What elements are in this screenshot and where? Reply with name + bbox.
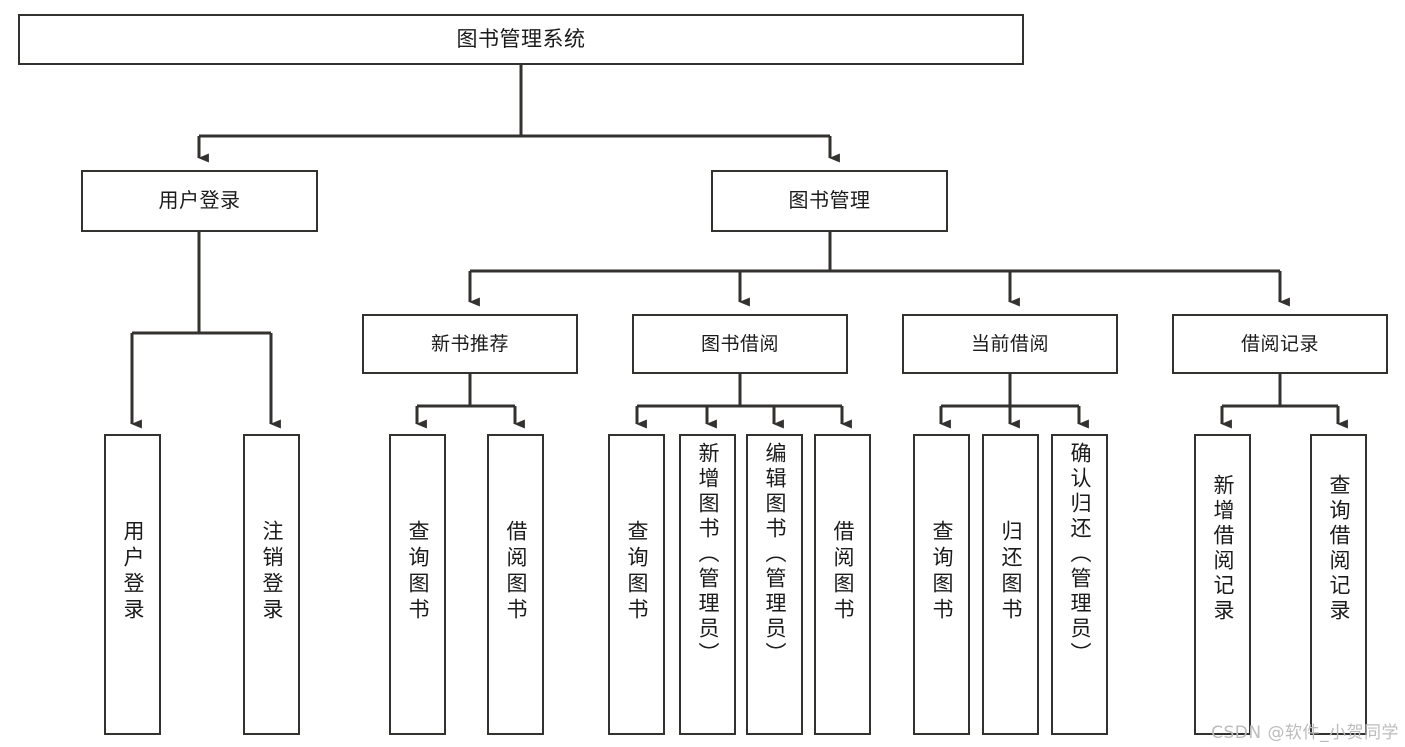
node-label: 借阅图书: [831, 520, 855, 624]
leaf-borrow-record-query[interactable]: 查询借阅记录: [1310, 434, 1367, 735]
node-label: 查询图书: [406, 520, 430, 624]
node-book-borrow[interactable]: 图书借阅: [632, 314, 848, 374]
leaf-book-borrow-borrow[interactable]: 借阅图书: [814, 434, 871, 735]
leaf-borrow-record-add[interactable]: 新增借阅记录: [1194, 434, 1251, 735]
node-label: 当前借阅: [970, 332, 1049, 355]
leaf-new-book-borrow[interactable]: 借阅图书: [487, 434, 544, 735]
leaf-new-book-query[interactable]: 查询图书: [389, 434, 446, 735]
node-label: 查询图书: [625, 520, 649, 624]
node-user-login[interactable]: 用户登录: [81, 170, 318, 232]
node-label: 注销登录: [260, 520, 284, 624]
node-label: 图书管理: [788, 188, 871, 213]
node-label: 新增借阅记录: [1211, 474, 1235, 624]
node-label: 用户登录: [158, 188, 241, 213]
leaf-user-login-logout[interactable]: 注销登录: [243, 434, 300, 735]
node-label: 查询借阅记录: [1327, 474, 1351, 624]
node-borrow-record[interactable]: 借阅记录: [1172, 314, 1388, 374]
leaf-current-borrow-return[interactable]: 归还图书: [982, 434, 1039, 735]
leaf-current-borrow-confirm[interactable]: 确认归还（管理员）: [1051, 434, 1108, 735]
node-label: 借阅图书: [504, 520, 528, 624]
watermark-text: CSDN @软件_小贺同学: [1211, 723, 1399, 743]
node-label: 编辑图书（管理员）: [763, 442, 787, 667]
leaf-book-borrow-edit[interactable]: 编辑图书（管理员）: [746, 434, 803, 735]
node-label: 新增图书（管理员）: [696, 442, 720, 667]
node-label: 查询图书: [930, 520, 954, 624]
node-current-borrow[interactable]: 当前借阅: [902, 314, 1118, 374]
leaf-user-login-login[interactable]: 用户登录: [104, 434, 161, 735]
node-root-system[interactable]: 图书管理系统: [18, 14, 1024, 65]
node-label: 用户登录: [121, 520, 145, 624]
leaf-book-borrow-add[interactable]: 新增图书（管理员）: [679, 434, 736, 735]
node-label: 归还图书: [999, 520, 1023, 624]
node-label: 图书管理系统: [456, 27, 586, 52]
leaf-current-borrow-query[interactable]: 查询图书: [913, 434, 970, 735]
node-new-book-recommend[interactable]: 新书推荐: [362, 314, 578, 374]
node-label: 图书借阅: [700, 332, 779, 355]
node-label: 借阅记录: [1240, 332, 1319, 355]
node-label: 确认归还（管理员）: [1068, 442, 1092, 667]
node-label: 新书推荐: [430, 332, 509, 355]
leaf-book-borrow-query[interactable]: 查询图书: [608, 434, 665, 735]
node-book-management[interactable]: 图书管理: [711, 170, 948, 232]
